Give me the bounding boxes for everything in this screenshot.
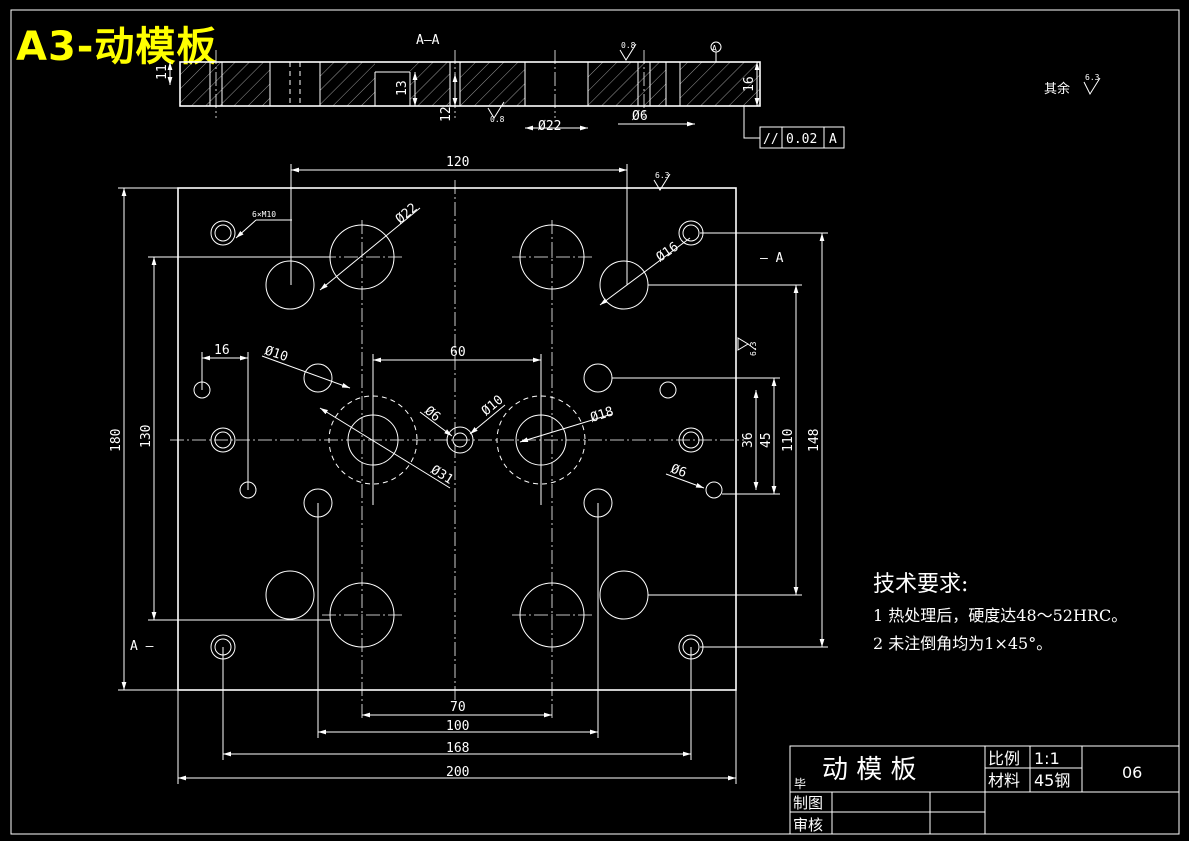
dim-phi18: Ø18	[589, 404, 616, 426]
roughness-plan-right: 6.3	[749, 341, 758, 356]
material-value: 45钢	[1034, 771, 1070, 790]
datum-symbol: A	[712, 44, 717, 53]
dim-phi10-center: Ø10	[479, 392, 507, 419]
requirement-2: 2 未注倒角均为1×45°。	[873, 634, 1053, 653]
section-dim-11: 11	[155, 64, 170, 80]
section-dim-phi22: Ø22	[538, 119, 561, 134]
dim-200: 200	[446, 765, 469, 780]
scale-label: 比例	[988, 749, 1020, 768]
dim-60: 60	[450, 345, 466, 360]
tolerance-frame: // 0.02 A	[743, 106, 845, 149]
section-dim-phi6: Ø6	[632, 109, 648, 124]
dim-100: 100	[446, 719, 469, 734]
roughness-section-top: 0.8	[621, 41, 636, 50]
dim-130: 130	[139, 425, 154, 448]
section-label: A—A	[416, 33, 440, 48]
dim-110: 110	[781, 429, 796, 452]
tolerance-symbol: //	[763, 132, 779, 147]
dim-phi22-plan: Ø22	[393, 200, 421, 227]
section-view: A—A 11 13 12	[155, 33, 1101, 149]
material-label: 材料	[988, 771, 1020, 790]
drawing-number: 06	[1122, 763, 1142, 782]
dim-phi6-right: Ø6	[669, 462, 689, 481]
rest-roughness: 6.3	[1085, 73, 1100, 82]
dim-120: 120	[446, 155, 469, 170]
drawn-label: 制图	[793, 794, 823, 812]
checked-label: 审核	[793, 816, 823, 834]
dim-phi6-center: Ø6	[421, 404, 443, 426]
rest-surface-label: 其余	[1044, 81, 1070, 97]
tolerance-value: 0.02	[786, 132, 817, 147]
title-block: 动 模 板 毕 比例 1:1 材料 45钢 06 制图 审核	[789, 745, 1180, 835]
sheet-border	[10, 9, 1180, 835]
plan-view: 120 60 16 70 100 168 200 180 130	[109, 155, 828, 784]
section-mark-right: — A	[760, 251, 784, 266]
plate-outline	[177, 187, 737, 691]
dim-70: 70	[450, 700, 466, 715]
tolerance-datum: A	[829, 132, 837, 147]
dim-180: 180	[109, 429, 124, 452]
section-dim-16: 16	[742, 76, 757, 92]
dim-168: 168	[446, 741, 469, 756]
section-dim-12: 12	[439, 106, 454, 122]
dim-148: 148	[807, 429, 822, 452]
section-dim-13: 13	[395, 80, 410, 96]
title-block-side: 毕	[794, 777, 806, 791]
scale-value: 1:1	[1034, 749, 1060, 768]
dim-phi10-left: Ø10	[263, 344, 290, 366]
requirement-1: 1 热处理后，硬度达48～52HRC。	[873, 606, 1128, 625]
dim-16-plan: 16	[214, 343, 230, 358]
requirements-title: 技术要求:	[873, 572, 969, 597]
dim-thread: 6×M10	[252, 210, 276, 219]
dim-phi31: Ø31	[428, 463, 456, 488]
dim-36: 36	[741, 432, 756, 448]
title-block-part-name: 动 模 板	[822, 755, 917, 785]
roughness-section-bottom: 0.8	[490, 115, 505, 124]
dim-45: 45	[759, 432, 774, 448]
roughness-plan-top: 6.3	[655, 171, 670, 180]
section-mark-left: A —	[130, 639, 154, 654]
